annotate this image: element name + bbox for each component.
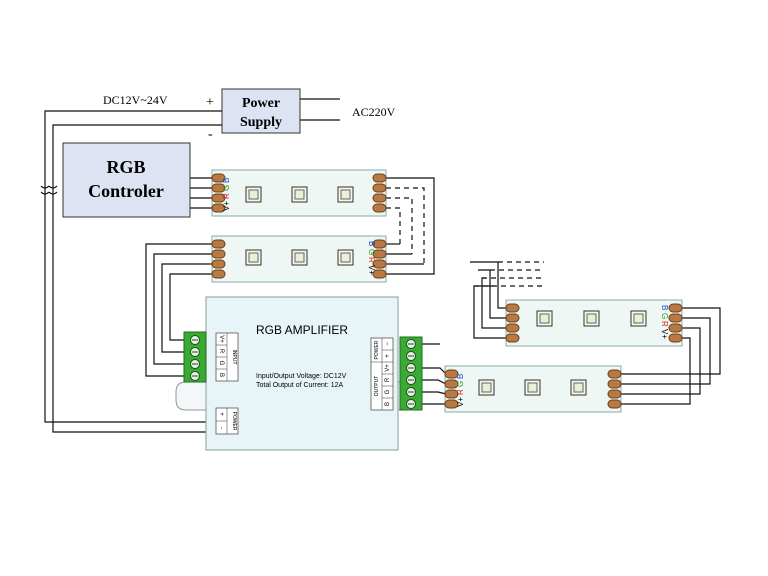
strip2-label-r: R [367,257,376,263]
strip2-label-v: V+ [367,265,376,275]
input-voltage-label: DC12V~24V [103,93,168,107]
strip1-label-r: R [222,193,231,199]
strip2-label-g: G [367,249,376,255]
strip4-label-b: B [456,374,465,379]
amplifier-spec-line2: Total Output of Current: 12A [256,382,343,389]
strip1-label-b: B [222,178,231,183]
wires [40,98,721,433]
strip4-label-g: G [456,381,465,387]
output-pin-r: R [385,377,391,382]
input-pin-b: B [218,373,224,377]
strip3-label-r: R [660,321,669,327]
ac-input-label: AC220V [352,105,396,119]
power-input-header: POWER [231,412,237,431]
strip2-label-b: B [367,241,376,246]
controller-title-line1: RGB [106,157,145,177]
power-supply-title-line2: Supply [240,115,282,130]
power-supply-title-line1: Power [242,96,280,111]
input-pin-v: V+ [218,335,224,343]
led-strip-4: V+ R G B [444,365,622,413]
input-pin-r: R [218,349,224,354]
strip4-label-v: V+ [456,397,465,407]
power-supply-box [221,88,301,134]
controller-title-line2: Controler [88,181,164,201]
controller-box [62,142,191,218]
output-pin-b: B [385,402,391,406]
led-strip-1: V+ R G B [211,169,387,217]
output-pin-g: G [385,389,391,394]
output-power-minus: − [385,342,391,346]
minus-label: - [208,127,213,142]
rgb-amplifier: RGB AMPLIFIER Input/Output Voltage: DC12… [175,296,423,451]
strip4-label-r: R [456,389,465,395]
input-pin-g: G [218,361,224,366]
output-header: OUTPUT [374,376,380,397]
strip1-label-g: G [222,185,231,191]
output-power-plus: + [385,354,391,358]
power-input-minus: - [218,427,224,429]
output-pin-v: V+ [385,364,391,372]
plus-label: + [206,95,214,110]
output-terminal-block [399,336,423,411]
power-input-plus: + [218,412,224,416]
led-strip-2: B G R V+ [211,235,387,283]
strip3-label-b: B [660,305,669,310]
rgb-controller: RGB Controler [62,142,191,218]
input-header: INPUT [231,350,237,365]
strip3-label-v: V+ [660,329,669,339]
output-power-header: POWER [374,340,380,359]
amplifier-title: RGB AMPLIFIER [256,323,348,337]
led-strip-3: B G R V+ [505,299,683,347]
amplifier-spec-line1: Input/Output Voltage: DC12V [256,373,347,380]
power-supply: DC12V~24V + - Power Supply AC220V [103,88,396,142]
strip1-label-v: V+ [222,201,231,211]
strip3-label-g: G [660,313,669,319]
